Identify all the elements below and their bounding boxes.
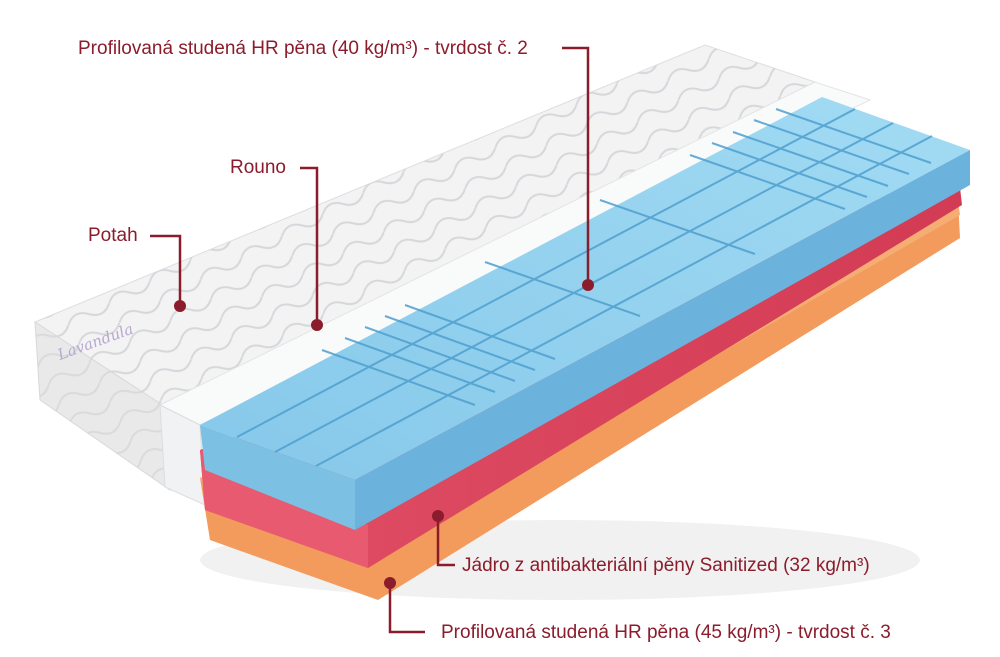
label-fleece: Rouno [230,157,286,178]
top-foam-long-side [355,150,970,530]
leader-lines [150,46,590,634]
dot-cover [174,300,186,312]
label-cover: Potah [88,225,138,246]
top-foam-front-side [200,425,355,530]
label-core: Jádro z antibakteriální pěny Sanitized (… [462,555,870,576]
dot-core [432,510,444,522]
leader-dots [174,279,594,589]
label-top-foam: Profilovaná studená HR pěna (40 kg/m³) -… [78,38,528,59]
leader-bottom-foam [388,583,425,634]
label-bottom-foam: Profilovaná studená HR pěna (45 kg/m³) -… [441,622,891,643]
leader-cover [150,234,182,306]
dot-top-foam [582,279,594,291]
leader-core [436,516,455,567]
top-foam-grooves [236,108,933,467]
dot-fleece [311,319,323,331]
dot-bottom-foam [384,577,396,589]
cover-top-quilting [35,45,815,408]
cover-front-quilting [35,322,170,490]
leader-top-foam [562,46,590,285]
leader-fleece [300,166,319,325]
